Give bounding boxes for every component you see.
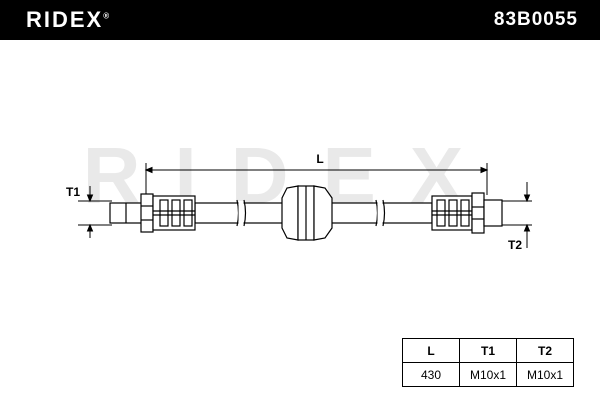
spec-table-header-row: L T1 T2 [402, 338, 574, 363]
brand-name: RIDEX [26, 7, 104, 32]
header-bar: RIDEX® 83B0055 [0, 0, 600, 40]
center-mounting-bracket [281, 185, 333, 241]
registered-mark: ® [103, 11, 110, 21]
spec-header-t1: T1 [459, 338, 517, 363]
spec-header-l: L [402, 338, 460, 363]
t1-label: T1 [66, 185, 80, 199]
brand-logo: RIDEX® [26, 7, 109, 33]
spec-value-t2: M10x1 [516, 362, 574, 387]
spec-value-l: 430 [402, 362, 460, 387]
t2-label: T2 [508, 238, 522, 252]
spec-table-value-row: 430 M10x1 M10x1 [402, 362, 574, 387]
right-end-fitting [431, 192, 503, 234]
spec-value-t1: M10x1 [459, 362, 517, 387]
left-end-fitting [109, 193, 196, 233]
spec-table: L T1 T2 430 M10x1 M10x1 [402, 338, 574, 387]
length-dimension [144, 163, 489, 195]
t2-dimension [500, 182, 532, 248]
brake-hose-drawing: RIDEX L T1 T2 [66, 131, 532, 252]
length-label: L [316, 152, 323, 166]
spec-header-t2: T2 [516, 338, 574, 363]
break-marks [236, 199, 386, 227]
t1-dimension [78, 186, 112, 238]
part-number: 83B0055 [493, 9, 578, 30]
